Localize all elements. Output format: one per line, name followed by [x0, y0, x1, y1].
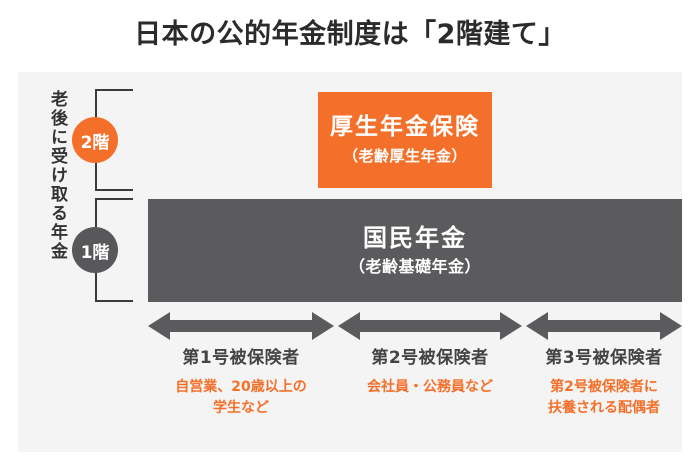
category-2-title: 第2号被保険者 [371, 348, 489, 368]
category-3-description-line2: 扶養される配偶者 [548, 400, 660, 416]
double-arrow-category-1 [148, 310, 334, 342]
category-3-description: 第2号被保険者に 扶養される配偶者 [526, 377, 682, 419]
double-arrow-category-3 [526, 310, 682, 342]
category-1-title: 第1号被保険者 [182, 348, 300, 368]
category-1-description-line2: 学生など [213, 400, 269, 416]
side-label-pension-received: 老後に受け取る年金 [47, 90, 67, 261]
box-employees-pension: 厚生年金保険 （老齢厚生年金） [318, 92, 492, 188]
category-2-description: 会社員・公務員など [338, 377, 522, 398]
box-employees-pension-subtitle: （老齢厚生年金） [342, 147, 467, 165]
insured-category-arrows [148, 310, 682, 342]
double-arrow-category-2 [338, 310, 522, 342]
box-employees-pension-title: 厚生年金保険 [330, 114, 480, 140]
category-3-description-line1: 第2号被保険者に [550, 379, 658, 395]
category-2: 第2号被保険者 会社員・公務員など [338, 346, 522, 398]
category-1-description: 自営業、20歳以上の 学生など [148, 377, 334, 419]
box-national-pension-subtitle: （老齢基礎年金） [348, 256, 481, 276]
category-1-description-line1: 自営業、20歳以上の [175, 379, 307, 395]
diagram-panel: 老後に受け取る年金 2階 1階 厚生年金保険 （老齢厚生年金） 国民年金 （老齢… [18, 72, 682, 452]
category-3: 第3号被保険者 第2号被保険者に 扶養される配偶者 [526, 346, 682, 419]
category-1: 第1号被保険者 自営業、20歳以上の 学生など [148, 346, 334, 419]
category-3-title: 第3号被保険者 [545, 348, 663, 368]
category-2-description-line1: 会社員・公務員など [367, 379, 493, 395]
box-national-pension-title: 国民年金 [363, 223, 467, 252]
page-title: 日本の公的年金制度は「2階建て」 [134, 19, 566, 50]
box-national-pension: 国民年金 （老齢基礎年金） [148, 199, 682, 302]
floor-badge-tier2: 2階 [72, 117, 118, 163]
floor-badge-tier1: 1階 [72, 227, 118, 273]
